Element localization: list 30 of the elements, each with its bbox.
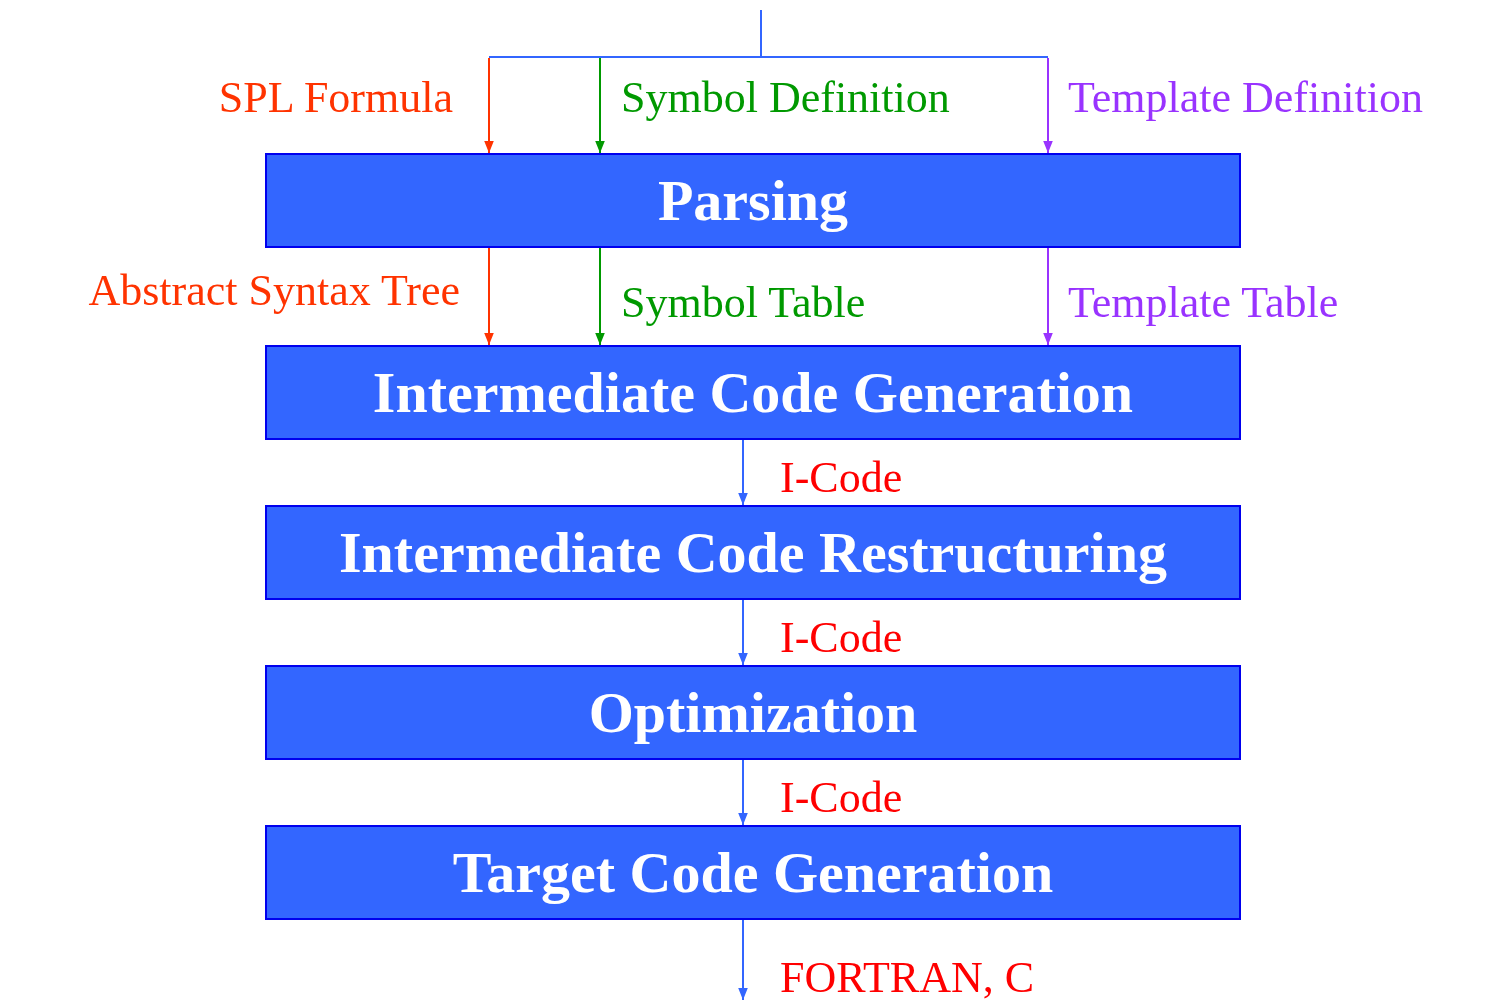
arrow [738,599,748,666]
process-box [265,505,1241,600]
process-label: Intermediate Code Restructuring [339,519,1167,586]
edge-label: Symbol Table [621,281,866,325]
arrow [484,57,494,154]
arrow [738,759,748,826]
edge-label: I-Code [780,616,903,660]
arrow [1043,247,1053,346]
edge-label: Template Definition [1068,76,1423,120]
arrow [484,247,494,346]
arrow [595,57,605,154]
process-label: Optimization [588,679,918,746]
edge-label: Abstract Syntax Tree [88,269,460,313]
process-box [265,825,1241,920]
process-box [265,345,1241,440]
edge-label: Symbol Definition [621,76,950,120]
edge-label: SPL Formula [218,76,453,120]
process-box [265,665,1241,760]
arrow [738,919,748,1001]
process-label: Parsing [657,167,849,234]
process-label: Intermediate Code Generation [372,359,1134,426]
arrow [738,439,748,506]
process-label: Target Code Generation [452,839,1054,906]
edge-label: FORTRAN, C [780,956,1035,1000]
edge-label: Template Table [1068,281,1339,325]
arrow [595,247,605,346]
arrow [1043,57,1053,154]
process-box [265,153,1241,248]
edge-label: I-Code [780,776,903,820]
edge-label: I-Code [780,456,903,500]
